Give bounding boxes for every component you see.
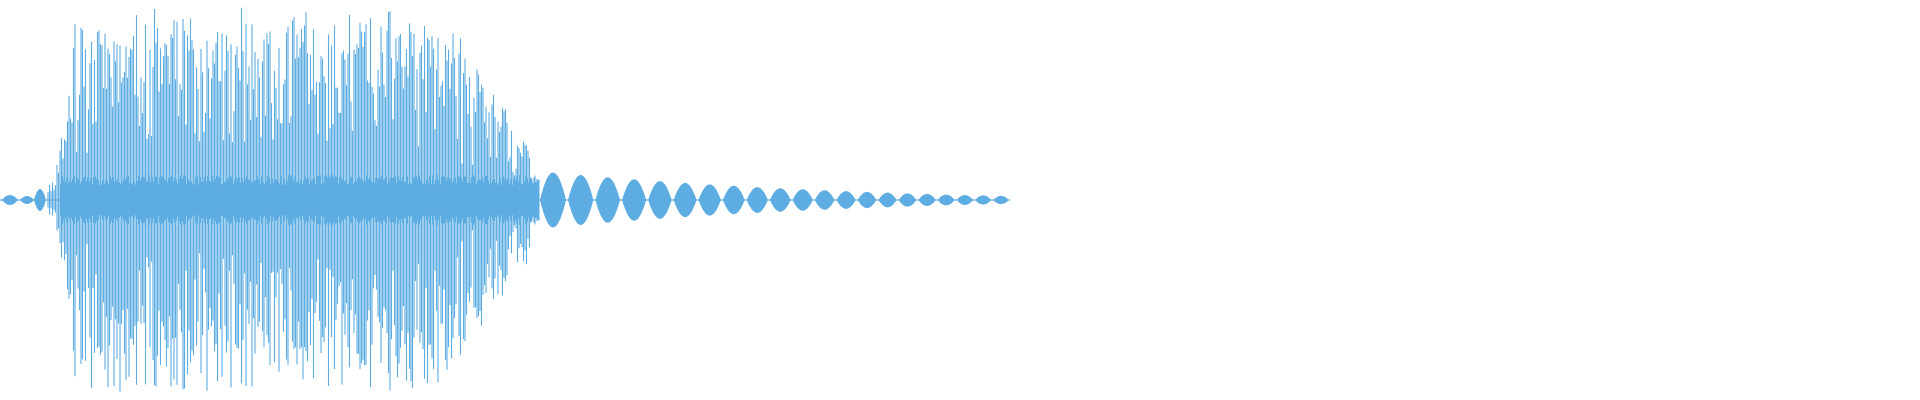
waveform-decay-lobe — [595, 177, 621, 223]
waveform-decay-lobe — [814, 190, 835, 210]
waveform-decay-lobe — [878, 192, 897, 208]
waveform-start-lobe — [34, 189, 46, 211]
waveform-decay-lobe — [722, 185, 745, 215]
waveform-decay-lobe — [746, 187, 768, 213]
waveform-decay-lobe — [769, 188, 791, 212]
waveform-decay-lobe — [956, 194, 974, 206]
waveform-start-lobe — [2, 195, 18, 205]
waveform-decay-lobe — [673, 182, 697, 218]
waveform-decay-lobe — [993, 195, 1009, 205]
waveform-decay-lobe — [622, 179, 647, 221]
waveform-decay-lobe — [975, 195, 992, 205]
waveform-decay-section — [2, 172, 1009, 228]
waveform-decay-lobe — [568, 174, 594, 226]
waveform-decay-lobe — [857, 191, 877, 209]
waveform-decay-lobe — [698, 184, 721, 216]
waveform-decay-lobe — [918, 193, 936, 207]
waveform-start-lobe — [20, 196, 34, 204]
waveform-decay-lobe — [836, 191, 856, 209]
waveform-decay-lobe — [937, 194, 955, 206]
waveform-decay-lobe — [898, 193, 917, 207]
waveform-core-band — [59, 175, 540, 225]
waveform-dense-section — [47, 7, 540, 392]
waveform-decay-lobe — [540, 172, 566, 228]
waveform-decay-lobe — [648, 181, 672, 219]
waveform-decay-lobe — [792, 189, 813, 211]
